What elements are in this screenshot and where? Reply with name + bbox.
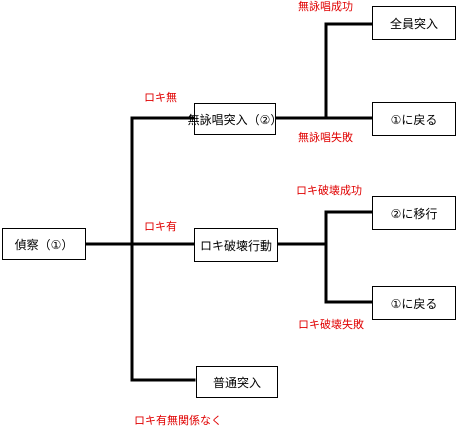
node-normal-charge: 普通突入 [196,366,278,398]
node-return-1b: ①に戻る [372,286,456,320]
label-regardless: ロキ有無関係なく [134,414,222,427]
node-loki-destroy: ロキ破壊行動 [194,228,278,262]
label-no-loki: ロキ無 [144,91,177,104]
node-return-1a: ①に戻る [372,102,456,136]
label-has-loki: ロキ有 [144,220,177,233]
label-silent-fail: 無詠唱失敗 [298,131,353,144]
node-silent-charge: 無詠唱突入（②） [188,103,282,135]
node-move-2: ②に移行 [372,196,456,230]
label-destroy-success: ロキ破壊成功 [296,184,362,197]
label-destroy-fail: ロキ破壊失敗 [298,318,364,331]
node-recon: 偵察（①） [2,228,86,260]
label-silent-success: 無詠唱成功 [298,0,353,13]
node-all-charge: 全員突入 [372,6,456,40]
